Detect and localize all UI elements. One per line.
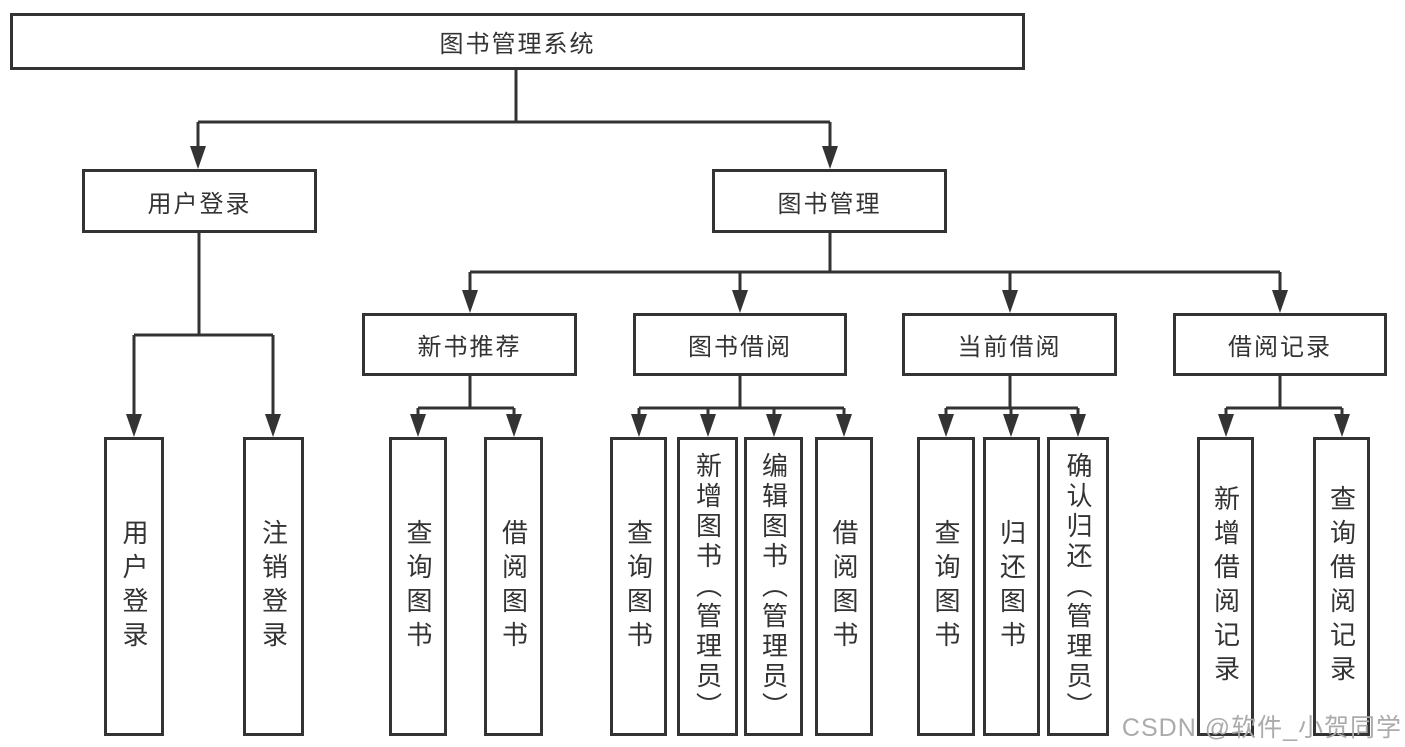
node-book-management-label: 图书管理 xyxy=(777,190,882,218)
connector-path xyxy=(132,70,1344,419)
node-current-borrow-label: 当前借阅 xyxy=(957,334,1062,361)
leaf-logout-label: 注销登录 xyxy=(258,518,289,655)
leaf-borrow-borrow-books: 借阅图书 xyxy=(815,437,873,736)
leaf-borrow-add-books-admin-label: 新增图书（管理员） xyxy=(692,451,723,722)
node-borrow-records-label: 借阅记录 xyxy=(1228,334,1332,361)
leaf-user-login-label: 用户登录 xyxy=(119,518,149,655)
leaf-current-query-books: 查询图书 xyxy=(917,437,975,736)
node-new-book-recommend-label: 新书推荐 xyxy=(417,334,522,361)
leaf-recommend-query-books-label: 查询图书 xyxy=(403,518,433,655)
leaf-records-add-record: 新增借阅记录 xyxy=(1197,437,1254,736)
leaf-current-return-books-label: 归还图书 xyxy=(996,518,1027,655)
leaf-borrow-add-books-admin: 新增图书（管理员） xyxy=(677,437,738,736)
node-current-borrow: 当前借阅 xyxy=(902,313,1117,376)
leaf-records-add-record-label: 新增借阅记录 xyxy=(1210,484,1241,689)
leaf-records-query-record: 查询借阅记录 xyxy=(1313,437,1370,736)
node-book-borrow: 图书借阅 xyxy=(633,313,847,376)
leaf-borrow-edit-books-admin: 编辑图书（管理员） xyxy=(744,437,803,736)
node-root: 图书管理系统 xyxy=(10,13,1025,70)
leaf-current-confirm-return-admin-label: 确认归还（管理员） xyxy=(1063,451,1093,722)
leaf-recommend-query-books: 查询图书 xyxy=(389,437,447,736)
node-user-login: 用户登录 xyxy=(82,169,317,233)
leaf-borrow-edit-books-admin-label: 编辑图书（管理员） xyxy=(758,451,789,722)
node-borrow-records: 借阅记录 xyxy=(1173,313,1387,376)
arrowhead-icons xyxy=(126,146,1350,437)
leaf-current-confirm-return-admin: 确认归还（管理员） xyxy=(1047,437,1109,736)
leaf-records-query-record-label: 查询借阅记录 xyxy=(1326,484,1357,689)
node-root-label: 图书管理系统 xyxy=(439,31,596,58)
leaf-recommend-borrow-books-label: 借阅图书 xyxy=(498,518,529,655)
leaf-borrow-query-books-label: 查询图书 xyxy=(623,518,654,655)
leaf-current-query-books-label: 查询图书 xyxy=(931,518,961,655)
leaf-borrow-borrow-books-label: 借阅图书 xyxy=(829,518,859,655)
leaf-recommend-borrow-books: 借阅图书 xyxy=(484,437,543,736)
leaf-user-login: 用户登录 xyxy=(104,437,164,736)
leaf-current-return-books: 归还图书 xyxy=(983,437,1040,736)
watermark: CSDN @软件_小贺同学 xyxy=(1121,714,1402,742)
leaf-borrow-query-books: 查询图书 xyxy=(610,437,667,736)
node-book-borrow-label: 图书借阅 xyxy=(688,334,792,361)
node-user-login-label: 用户登录 xyxy=(147,190,252,218)
node-book-management: 图书管理 xyxy=(712,169,947,233)
node-new-book-recommend: 新书推荐 xyxy=(362,313,577,376)
leaf-logout: 注销登录 xyxy=(243,437,304,736)
